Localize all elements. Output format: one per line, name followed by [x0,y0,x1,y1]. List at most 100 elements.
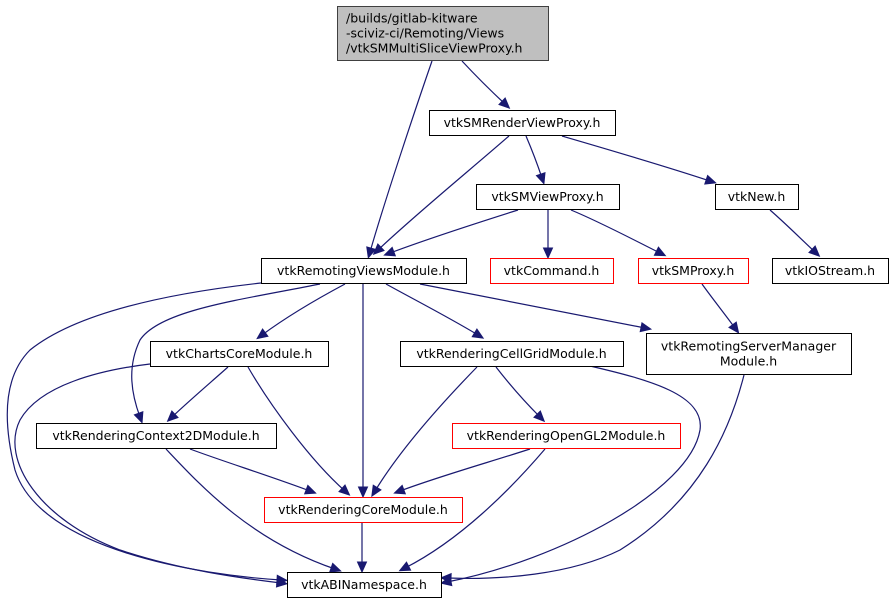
edge-vtkRenderingContext2DModule-to-vtkABINamespace [165,448,342,573]
edge-vtkRenderingCellGridModule-to-vtkABINamespace [439,365,701,587]
edge-vtkChartsCoreModule-to-vtkRenderingCoreModule [247,366,351,496]
node-box [476,184,620,210]
edge-line [369,60,433,253]
edge-vtkRemotingViewsModule-to-vtkChartsCoreModule [256,283,346,340]
arrowhead-icon [371,484,382,498]
node-box [337,6,549,61]
node-vtkSMProxy[interactable]: vtkSMProxy.h [638,258,749,284]
arrowhead-icon [366,246,377,259]
node-box [287,572,442,598]
edge-vtkSMViewProxy-to-vtkCommand [542,210,554,260]
node-label: vtkSMProxy.h [652,263,735,278]
node-label: /builds/gitlab-kitware [346,11,478,26]
edge-vtkRenderingCoreModule-to-vtkABINamespace [356,523,368,574]
arrowhead-icon [372,243,385,255]
edge-line [261,283,346,336]
arrowhead-icon [639,321,653,333]
arrowhead-icon [533,410,546,423]
node-box [452,423,681,449]
edge-vtkSMRenderViewProxy-to-vtkSMViewProxy [525,135,546,185]
edge-line [769,209,816,253]
arrowhead-icon [653,246,667,257]
arrowhead-icon [275,577,289,588]
node-root[interactable]: /builds/gitlab-kitware-sciviz-ci/Remotin… [337,6,549,61]
edge-line [14,363,282,584]
node-label: vtkRenderingContext2DModule.h [52,428,259,443]
node-label: /vtkSMMultiSliceViewProxy.h [346,41,522,56]
node-box [772,258,889,284]
arrowhead-icon [542,247,554,260]
arrowhead-icon [256,328,269,340]
edge-line [446,374,745,579]
edge-line [525,135,543,179]
edge-vtkChartsCoreModule-to-vtkABINamespace [14,363,289,588]
edge-vtkRenderingContext2DModule-to-vtkRenderingCoreModule [189,448,317,495]
node-vtkRenderingCellGridModule[interactable]: vtkRenderingCellGridModule.h [400,341,624,367]
node-vtkCommand[interactable]: vtkCommand.h [490,258,614,284]
arrowhead-icon [383,246,397,257]
edge-vtkNew-to-vtkIOStream [769,209,821,257]
edge-vtkSMRenderViewProxy-to-vtkNew [561,135,717,185]
edge-vtkChartsCoreModule-to-vtkRenderingContext2DModule [166,366,229,422]
node-label: vtkIOStream.h [785,263,875,278]
edge-line [419,283,646,329]
nodes-layer: /builds/gitlab-kitware-sciviz-ci/Remotin… [36,6,889,598]
arrowhead-icon [808,245,821,257]
edge-line [385,283,479,336]
arrowhead-icon [166,410,179,422]
edges-layer [6,60,821,588]
node-box [638,258,749,284]
arrowhead-icon [303,484,317,495]
node-box [400,341,624,367]
node-label: vtkCommand.h [504,263,600,278]
edge-vtkSMViewProxy-to-vtkSMProxy [570,209,667,257]
node-label: vtkRenderingCellGridModule.h [416,346,606,361]
edge-line [189,448,311,492]
arrowhead-icon [356,561,368,574]
arrowhead-icon [398,561,412,572]
node-box [429,110,616,136]
edge-vtkRenderingOpenGL2Module-to-vtkABINamespace [398,448,546,572]
arrowhead-icon [728,321,740,334]
node-label: vtkRenderingCoreModule.h [278,502,448,517]
edge-line [701,283,736,329]
edge-line [570,209,661,254]
edge-vtkSMProxy-to-vtkRemotingServerManagerModule [701,283,740,334]
node-box [150,341,329,367]
node-vtkRenderingContext2DModule[interactable]: vtkRenderingContext2DModule.h [36,423,277,449]
node-vtkSMRenderViewProxy[interactable]: vtkSMRenderViewProxy.h [429,110,616,136]
node-box [490,258,614,284]
edge-line [446,365,701,583]
node-label: vtkRemotingViewsModule.h [277,263,450,278]
node-label: vtkRenderingOpenGL2Module.h [467,428,666,443]
arrowhead-icon [439,572,452,584]
node-vtkRemotingViewsModule[interactable]: vtkRemotingViewsModule.h [261,258,467,284]
node-box [264,497,463,523]
node-label: vtkABINamespace.h [301,577,427,592]
edge-vtkRemotingViewsModule-to-vtkRenderingCoreModule [357,284,369,499]
node-vtkSMViewProxy[interactable]: vtkSMViewProxy.h [476,184,620,210]
edge-vtkRenderingCellGridModule-to-vtkRenderingCoreModule [371,366,478,498]
node-label: vtkSMRenderViewProxy.h [444,115,601,130]
node-box [36,423,277,449]
node-vtkRenderingOpenGL2Module[interactable]: vtkRenderingOpenGL2Module.h [452,423,681,449]
edge-vtkRenderingOpenGL2Module-to-vtkRenderingCoreModule [393,448,531,495]
arrowhead-icon [704,174,717,185]
edge-line [461,60,506,105]
edge-vtkRemotingServerManagerModule-to-vtkABINamespace [439,374,745,584]
edge-line [374,366,478,492]
node-vtkIOStream[interactable]: vtkIOStream.h [772,258,889,284]
edge-line [131,283,321,418]
edge-vtkRemotingViewsModule-to-vtkRenderingContext2DModule [131,283,321,424]
node-vtkRenderingCoreModule[interactable]: vtkRenderingCoreModule.h [264,497,463,523]
edge-line [404,448,546,569]
node-label: vtkRemotingServerManager [661,339,837,354]
edge-line [377,135,510,251]
node-vtkNew[interactable]: vtkNew.h [715,184,799,210]
node-vtkABINamespace[interactable]: vtkABINamespace.h [287,572,442,598]
edge-root-to-vtkRemotingViewsModule [366,60,433,259]
arrowhead-icon [338,484,351,496]
node-vtkChartsCoreModule[interactable]: vtkChartsCoreModule.h [150,341,329,367]
